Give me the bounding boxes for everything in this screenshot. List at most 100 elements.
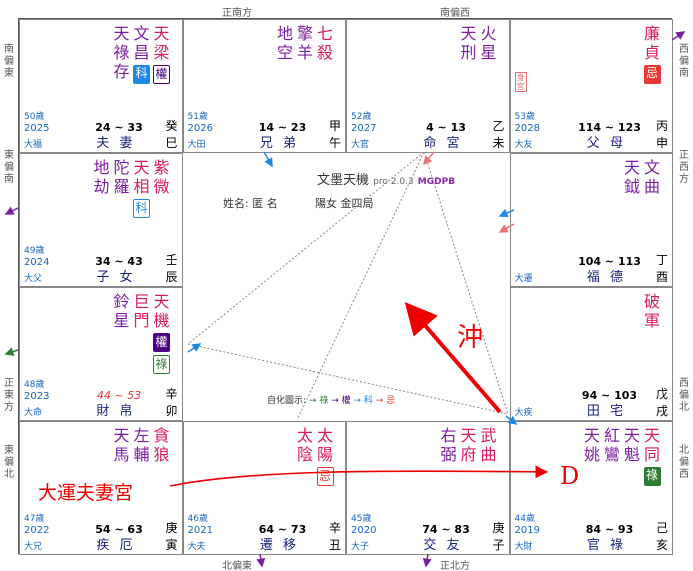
heavenly-stem: 辛 [165, 387, 178, 401]
star-char: 天 [153, 24, 170, 43]
decade-limit: 大田 [187, 140, 206, 150]
star-char: 太 [296, 426, 313, 445]
star-column: 巨門 [132, 292, 152, 374]
palace-year: 2020 [351, 525, 377, 536]
earthly-branch: 亥 [655, 538, 668, 552]
direction-right-low: 西偏北 [679, 378, 689, 413]
palace-year: 2021 [187, 525, 213, 536]
star-char: 曲 [643, 177, 660, 196]
star-list: 太陽忌太陰 [295, 426, 335, 486]
palace-age: 45歲 [351, 514, 372, 524]
decade-limit: 大遷 [514, 274, 533, 284]
star-column: 紅鸞 [602, 426, 622, 486]
star-char: 姚 [583, 445, 600, 464]
star-char: 火 [480, 24, 497, 43]
age-range: 24 ~ 33 [95, 121, 143, 134]
star-char: 星 [113, 311, 130, 330]
owner-name: 姓名: 匿 名 [223, 197, 278, 210]
star-column: 天梁權 [152, 24, 172, 84]
direction-left-bottom: 東偏北 [4, 445, 14, 480]
star-char: 機 [153, 311, 170, 330]
decade-limit: 大財 [514, 542, 533, 552]
star-column: 天馬 [112, 426, 132, 464]
annotation-target: D [560, 462, 580, 490]
star-char: 同 [643, 445, 660, 464]
star-column: 天府 [459, 426, 479, 464]
decade-limit: 大兄 [24, 542, 43, 552]
star-list: 廉貞忌 [642, 24, 662, 84]
star-list: 文曲天鉞 [622, 158, 662, 196]
palace-year: 2022 [24, 525, 50, 536]
star-column: 天機權祿 [152, 292, 172, 374]
direction-bottom-left: 北偏東 [222, 561, 252, 571]
earthly-branch: 午 [328, 136, 341, 150]
age-range: 84 ~ 93 [585, 523, 634, 536]
star-column: 廉貞忌 [642, 24, 662, 84]
purple-arrow-bottom-right [422, 553, 432, 568]
age-range: 34 ~ 43 [95, 255, 143, 268]
direction-left-mid: 東偏南 [4, 150, 14, 185]
star-column: 右弼 [439, 426, 459, 464]
star-char: 梁 [153, 43, 170, 62]
earthly-branch: 申 [655, 136, 668, 150]
star-char: 鈴 [113, 292, 130, 311]
star-column: 太陰 [295, 426, 315, 486]
heavenly-stem: 戊 [655, 387, 668, 401]
palace-year: 2025 [24, 123, 50, 134]
palace-age: 52歲 [351, 112, 372, 122]
star-char: 武 [480, 426, 497, 445]
earthly-branch: 未 [492, 136, 505, 150]
earthly-branch: 丑 [328, 538, 341, 552]
star-char: 貞 [643, 43, 660, 62]
palace-name: 財 帛 [96, 404, 136, 419]
green-arrow-left [4, 347, 19, 356]
transform-badge: 祿 [153, 355, 170, 374]
star-char: 羅 [113, 177, 130, 196]
star-char: 魁 [623, 445, 640, 464]
center-title: 文墨天機 pro 2.0.3 MGDPB [317, 173, 456, 188]
star-column: 紫微 [152, 158, 172, 218]
decade-limit: 大父 [24, 274, 43, 284]
earthly-branch: 寅 [165, 538, 178, 552]
decade-limit: 大友 [514, 140, 533, 150]
star-char: 左 [133, 426, 150, 445]
star-char: 紅 [603, 426, 620, 445]
star-char: 陽 [316, 445, 333, 464]
star-char: 天 [623, 158, 640, 177]
star-char: 祿 [113, 43, 130, 62]
decade-limit: 大夫 [187, 542, 206, 552]
direction-bottom-right: 正北方 [440, 561, 470, 571]
star-column: 左輔 [132, 426, 152, 464]
palace-name: 兄 弟 [259, 136, 300, 151]
palace-age: 53歲 [514, 112, 535, 122]
ziwei-chart: 文墨天機 pro 2.0.3 MGDPB 姓名: 匿 名 陽女 金四局 自化圖示… [18, 18, 673, 555]
body-palace-badge: 身宮 [514, 72, 527, 92]
palace-name: 交 友 [423, 538, 463, 553]
palace-age: 44歲 [514, 514, 535, 524]
age-range: 64 ~ 73 [258, 523, 307, 536]
transform-badge: 祿 [643, 467, 661, 486]
star-char: 天 [623, 426, 640, 445]
palace-name: 子 女 [96, 270, 136, 285]
star-char: 刑 [460, 43, 477, 62]
star-char: 天 [460, 24, 477, 43]
star-char: 天 [643, 426, 660, 445]
star-char: 破 [643, 292, 660, 311]
star-column: 天祿存 [112, 24, 132, 84]
star-column: 地空 [275, 24, 295, 62]
palace-year: 2019 [514, 525, 540, 536]
blue-arrow-mao [187, 343, 202, 353]
